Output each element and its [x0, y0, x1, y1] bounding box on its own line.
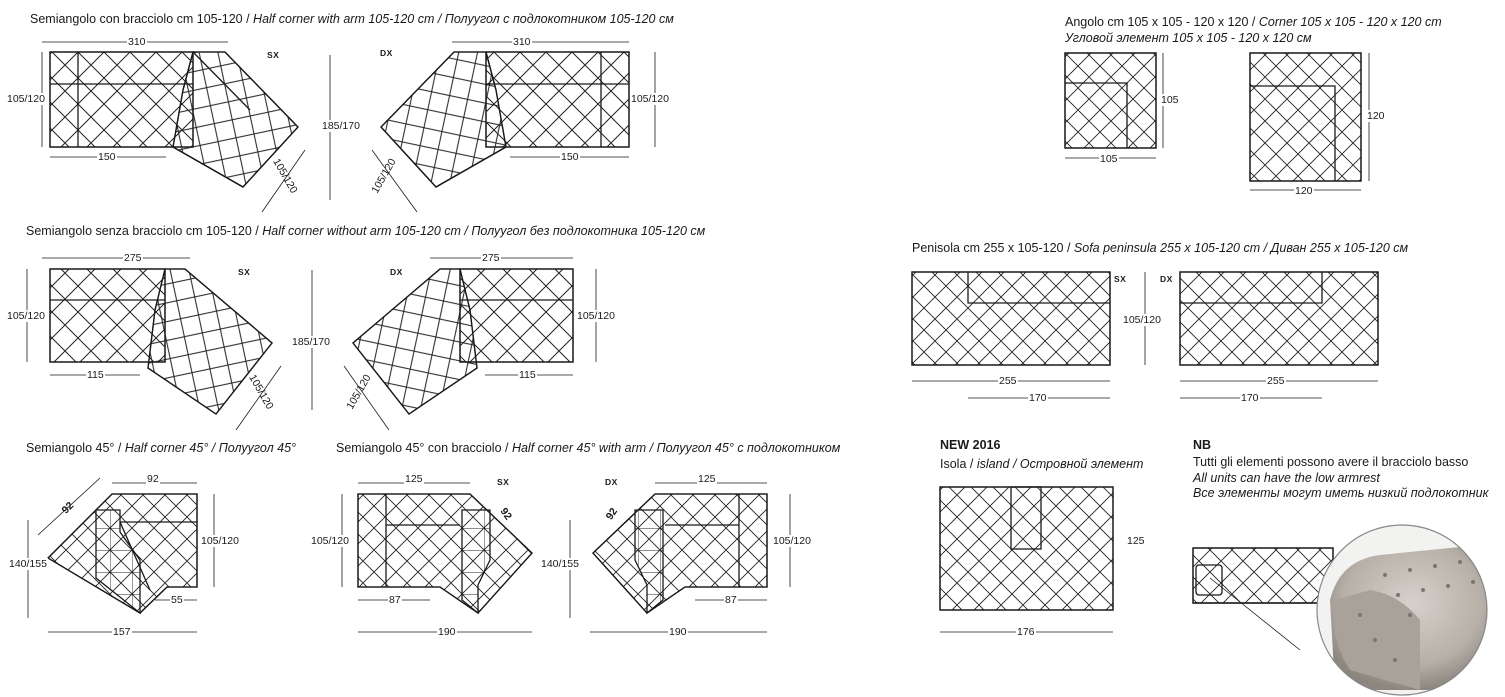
dim-overall-width: 157 — [112, 626, 132, 638]
island — [939, 486, 1114, 611]
half-corner-45-arm-dx — [592, 493, 768, 615]
dim-width: 255 — [1266, 375, 1286, 387]
dim-seat: 55 — [170, 594, 184, 606]
dim-depth: 105/120 — [310, 535, 350, 547]
dim-width: 120 — [1294, 185, 1314, 197]
heading-peninsula: Penisola cm 255 x 105-120 / Sofa peninsu… — [912, 241, 1409, 255]
dim-depth: 105/120 — [6, 93, 46, 105]
side-label-sx: SX — [238, 267, 251, 277]
dim-depth: 105 — [1160, 94, 1180, 106]
heading-half-corner-45-arm: Semiangolo 45° con bracciolo / Half corn… — [336, 441, 841, 455]
note-it: Tutti gli elementi possono avere il brac… — [1193, 455, 1469, 469]
side-label-dx: DX — [1160, 274, 1173, 284]
heading-corner: Angolo cm 105 x 105 - 120 x 120 / Corner… — [1065, 15, 1442, 29]
dim-width: 125 — [404, 473, 424, 485]
half-corner-45-arm-sx — [357, 493, 533, 615]
dim-seat: 170 — [1240, 392, 1260, 404]
heading-corner-ru: Угловой элемент 105 x 105 - 120 x 120 см — [1065, 31, 1312, 45]
heading-half-corner-arm: Semiangolo con bracciolo cm 105-120 / Ha… — [30, 12, 674, 26]
note-ru: Все элементы могут иметь низкий подлокот… — [1193, 486, 1489, 500]
dim-overall-width: 190 — [437, 626, 457, 638]
half-corner-no-arm-dx — [352, 268, 574, 415]
dim-seat: 87 — [724, 594, 738, 606]
dim-depth: 105/120 — [772, 535, 812, 547]
dim-width: 92 — [146, 473, 160, 485]
dim-overall-depth: 185/170 — [291, 336, 331, 348]
note-en: All units can have the low armrest — [1193, 471, 1380, 485]
dim-depth: 105/120 — [6, 310, 46, 322]
dim-width: 105 — [1099, 153, 1119, 165]
side-label-dx: DX — [605, 477, 618, 487]
side-label-sx: SX — [497, 477, 510, 487]
dim-width: 125 — [697, 473, 717, 485]
dim-depth: 105/120 — [200, 535, 240, 547]
half-corner-arm-dx — [380, 51, 630, 188]
half-corner-arm-sx — [49, 51, 299, 188]
dim-seat: 150 — [97, 151, 117, 163]
heading-island: Isola / island / Островной элемент — [940, 457, 1144, 471]
dim-depth: 105/120 — [1122, 314, 1162, 326]
side-label-sx: SX — [1114, 274, 1127, 284]
dim-seat: 87 — [388, 594, 402, 606]
dim-width: 310 — [512, 36, 532, 48]
half-corner-45 — [46, 493, 198, 615]
dim-width: 310 — [127, 36, 147, 48]
low-armrest-drawing — [1192, 547, 1334, 651]
dim-width: 255 — [998, 375, 1018, 387]
dim-depth: 125 — [1126, 535, 1146, 547]
heading-new-2016: NEW 2016 — [940, 438, 1001, 452]
dim-depth: 105/120 — [576, 310, 616, 322]
dim-depth: 105/120 — [630, 93, 670, 105]
dim-seat: 150 — [560, 151, 580, 163]
dim-overall-width: 190 — [668, 626, 688, 638]
dim-depth: 120 — [1366, 110, 1386, 122]
dim-width: 176 — [1016, 626, 1036, 638]
peninsula-sx — [911, 271, 1111, 366]
dim-overall-depth: 140/155 — [8, 558, 48, 570]
side-label-sx: SX — [267, 50, 280, 60]
side-label-dx: DX — [390, 267, 403, 277]
sofa-photo — [1317, 525, 1487, 695]
dim-overall-depth: 140/155 — [540, 558, 580, 570]
side-label-dx: DX — [380, 48, 393, 58]
corner-120 — [1249, 52, 1362, 182]
note-title: NB — [1193, 438, 1212, 452]
dim-seat: 115 — [86, 369, 105, 381]
dim-width: 275 — [123, 252, 143, 264]
dim-width: 275 — [481, 252, 501, 264]
dim-seat: 115 — [518, 369, 537, 381]
peninsula-dx — [1179, 271, 1379, 366]
heading-half-corner-45: Semiangolo 45° / Half corner 45° / Полуу… — [26, 441, 297, 455]
dim-overall-depth: 185/170 — [321, 120, 361, 132]
corner-105 — [1064, 52, 1157, 149]
half-corner-no-arm-sx — [49, 268, 273, 415]
dim-seat: 170 — [1028, 392, 1048, 404]
heading-half-corner-no-arm: Semiangolo senza bracciolo cm 105-120 / … — [26, 224, 706, 238]
